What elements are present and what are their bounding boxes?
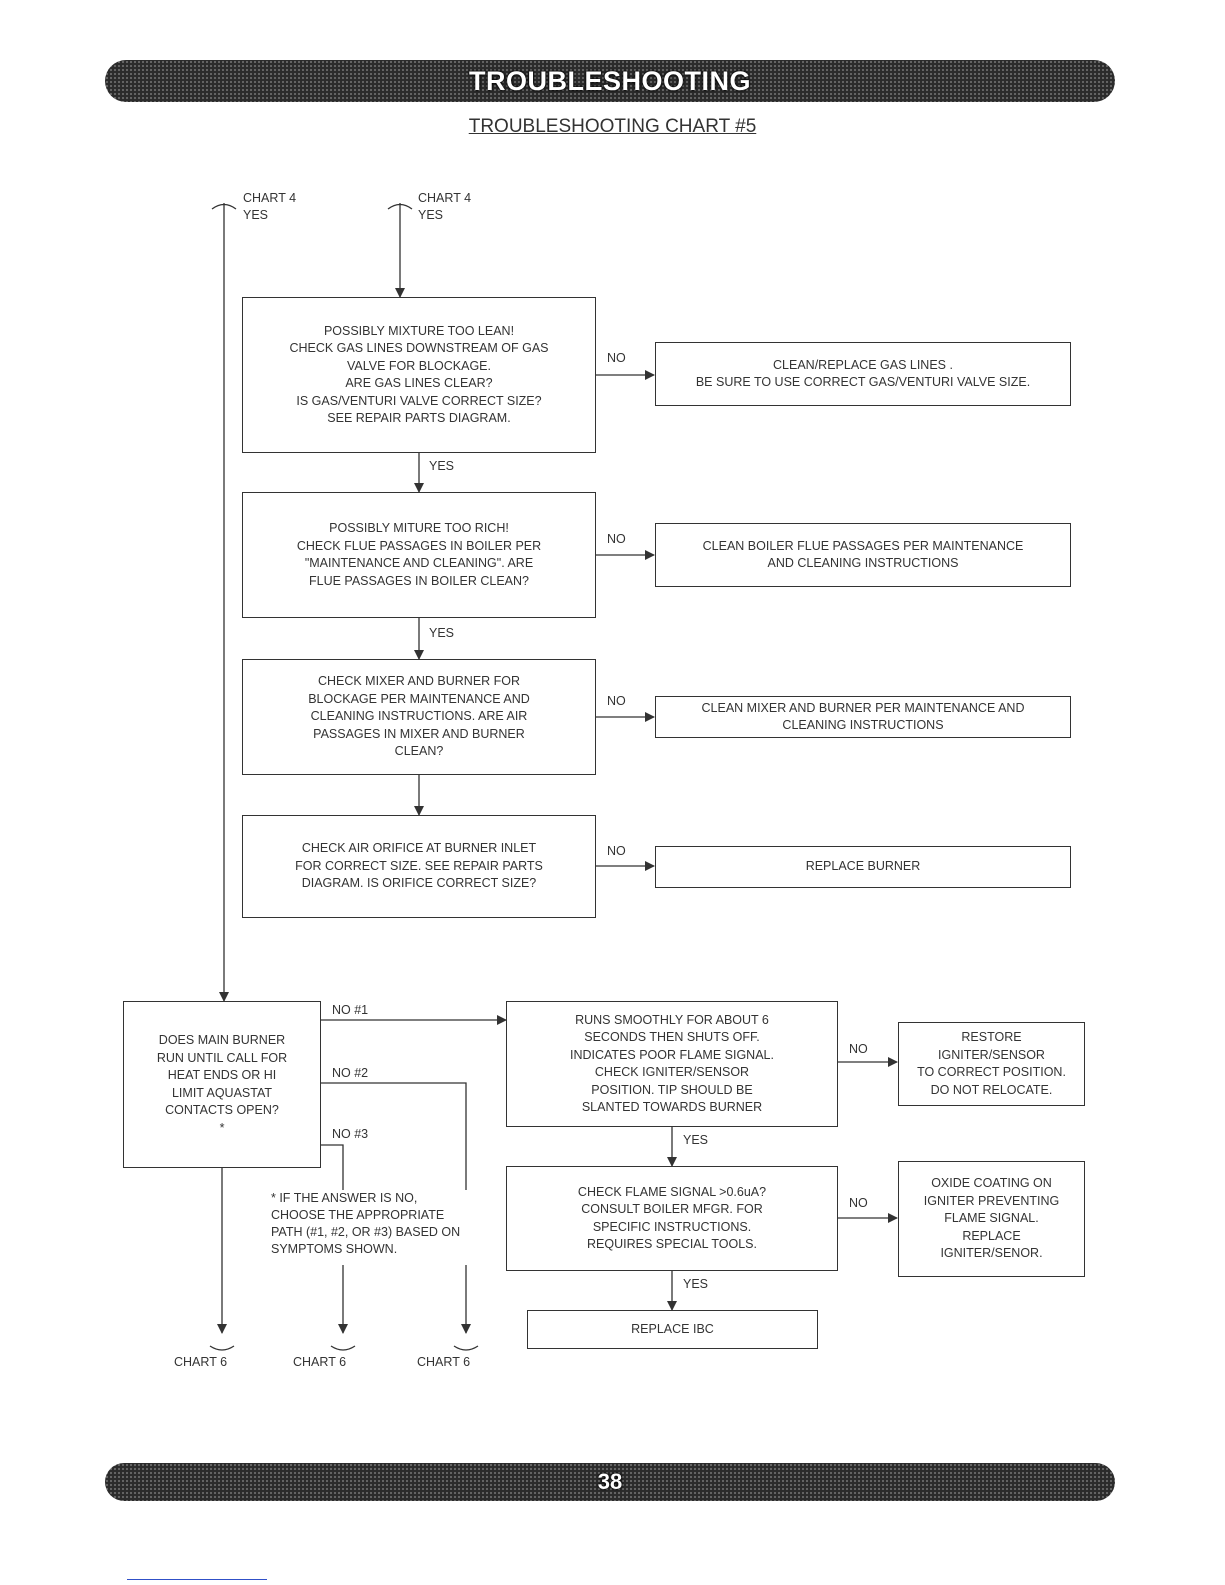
label-yes: YES xyxy=(429,626,455,640)
label-yes: YES xyxy=(683,1277,709,1291)
header-banner: TROUBLESHOOTING xyxy=(105,60,1115,102)
question-mixture-lean: POSSIBLY MIXTURE TOO LEAN! CHECK GAS LIN… xyxy=(242,297,596,453)
label-no-1: NO #1 xyxy=(332,1003,369,1017)
connector-out-1-label: CHART 6 xyxy=(174,1355,228,1369)
connector-out-3-label: CHART 6 xyxy=(417,1355,471,1369)
label-no: NO xyxy=(607,844,626,858)
action-clean-gas-lines: CLEAN/REPLACE GAS LINES . BE SURE TO USE… xyxy=(655,342,1071,406)
question-air-orifice: CHECK AIR ORIFICE AT BURNER INLET FOR CO… xyxy=(242,815,596,918)
connector-arc-out-3 xyxy=(453,1345,479,1351)
connector-in-left-label: CHART 4 YES xyxy=(243,191,297,222)
question-main-burner: DOES MAIN BURNER RUN UNTIL CALL FOR HEAT… xyxy=(123,1001,321,1168)
label-no-3: NO #3 xyxy=(332,1127,369,1141)
action-replace-burner: REPLACE BURNER xyxy=(655,846,1071,888)
question-runs-smoothly: RUNS SMOOTHLY FOR ABOUT 6 SECONDS THEN S… xyxy=(506,1001,838,1127)
question-flame-signal: CHECK FLAME SIGNAL >0.6uA? CONSULT BOILE… xyxy=(506,1166,838,1271)
question-mixture-rich: POSSIBLY MITURE TOO RICH! CHECK FLUE PAS… xyxy=(242,492,596,618)
connector-arc-out-2 xyxy=(330,1345,356,1351)
question-mixer-burner: CHECK MIXER AND BURNER FOR BLOCKAGE PER … xyxy=(242,659,596,775)
page-number: 38 xyxy=(597,1469,623,1494)
label-no-2: NO #2 xyxy=(332,1066,369,1080)
connector-arc-out-1 xyxy=(209,1345,235,1351)
label-no: NO xyxy=(607,351,626,365)
action-restore-igniter: RESTORE IGNITER/SENSOR TO CORRECT POSITI… xyxy=(898,1022,1085,1106)
connector-out-2-label: CHART 6 xyxy=(293,1355,347,1369)
label-no: NO xyxy=(607,532,626,546)
action-oxide-coating: OXIDE COATING ON IGNITER PREVENTING FLAM… xyxy=(898,1161,1085,1277)
action-clean-mixer-burner: CLEAN MIXER AND BURNER PER MAINTENANCE A… xyxy=(655,696,1071,738)
footer-link-underline xyxy=(127,1579,267,1580)
line-no3 xyxy=(321,1144,344,1190)
label-no: NO xyxy=(607,694,626,708)
line-no2 xyxy=(321,1082,467,1190)
label-yes: YES xyxy=(683,1133,709,1147)
banner-title: TROUBLESHOOTING xyxy=(469,65,751,96)
footnote-choose-path: * IF THE ANSWER IS NO, CHOOSE THE APPROP… xyxy=(269,1190,463,1258)
action-replace-ibc: REPLACE IBC xyxy=(527,1310,818,1349)
connector-in-right-label: CHART 4 YES xyxy=(418,191,472,222)
action-clean-flue-passages: CLEAN BOILER FLUE PASSAGES PER MAINTENAN… xyxy=(655,523,1071,587)
chart-title: TROUBLESHOOTING CHART #5 xyxy=(468,116,757,137)
label-no: NO xyxy=(849,1042,868,1056)
label-yes: YES xyxy=(429,459,455,473)
footer-banner: 38 xyxy=(105,1463,1115,1501)
label-no: NO xyxy=(849,1196,868,1210)
